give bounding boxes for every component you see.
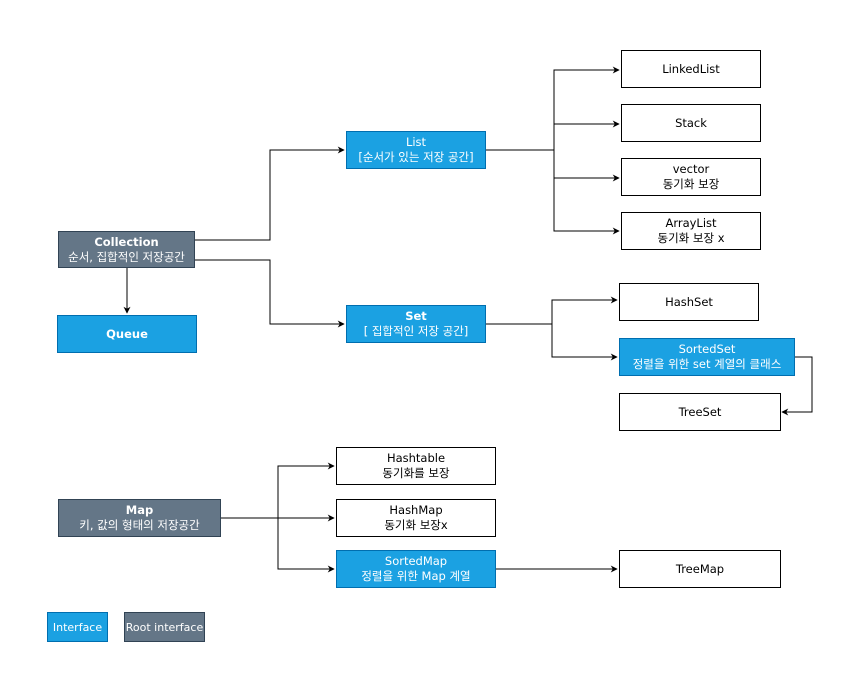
legend-interface: Interface bbox=[47, 612, 108, 642]
hashmap-desc: 동기화 보장x bbox=[384, 518, 448, 532]
treemap-node: TreeMap bbox=[619, 550, 781, 588]
stack-node: Stack bbox=[621, 104, 761, 142]
map-node: Map 키, 값의 형태의 저장공간 bbox=[58, 499, 221, 537]
vector-desc: 동기화 보장 bbox=[662, 177, 720, 191]
list-title: List bbox=[405, 135, 427, 149]
hashtable-node: Hashtable 동기화를 보장 bbox=[336, 447, 496, 485]
legend-root-interface: Root interface bbox=[124, 612, 205, 642]
hashtable-desc: 동기화를 보장 bbox=[382, 466, 450, 480]
collection-title: Collection bbox=[94, 234, 159, 249]
linkedlist-node: LinkedList bbox=[621, 50, 761, 88]
vector-node: vector 동기화 보장 bbox=[621, 158, 761, 196]
list-node: List [순서가 있는 저장 공간] bbox=[346, 131, 486, 169]
legend-root-interface-label: Root interface bbox=[125, 620, 204, 634]
treeset-node: TreeSet bbox=[619, 393, 781, 431]
arraylist-desc: 동기화 보장 x bbox=[657, 231, 725, 245]
edge-collection-list bbox=[195, 146, 345, 241]
list-desc: [순서가 있는 저장 공간] bbox=[358, 150, 474, 164]
legend-interface-label: Interface bbox=[52, 620, 103, 634]
edge-collection-set bbox=[195, 259, 345, 328]
set-title: Set bbox=[405, 309, 427, 323]
edge-list-arraylist bbox=[553, 178, 620, 235]
hashmap-title: HashMap bbox=[389, 503, 443, 517]
sortedset-desc: 정렬을 위한 set 계열의 클래스 bbox=[632, 357, 782, 371]
queue-node: Queue bbox=[57, 315, 197, 353]
treeset-title: TreeSet bbox=[678, 404, 722, 419]
sortedmap-desc: 정렬을 위한 Map 계열 bbox=[361, 569, 471, 583]
hashset-node: HashSet bbox=[619, 283, 759, 321]
sortedset-node: SortedSet 정렬을 위한 set 계열의 클래스 bbox=[619, 338, 795, 376]
linkedlist-title: LinkedList bbox=[662, 61, 720, 76]
arraylist-node: ArrayList 동기화 보장 x bbox=[621, 212, 761, 250]
edge-map-hashtable bbox=[277, 462, 335, 518]
sortedmap-node: SortedMap 정렬을 위한 Map 계열 bbox=[336, 550, 496, 588]
edge-sortedset-treeset bbox=[781, 356, 813, 416]
map-title: Map bbox=[125, 503, 154, 517]
edge-map-sortedmap bbox=[277, 518, 335, 573]
treemap-title: TreeMap bbox=[675, 561, 725, 576]
hashmap-node: HashMap 동기화 보장x bbox=[336, 499, 496, 537]
edge-set-sortedset bbox=[551, 324, 618, 361]
sortedset-title: SortedSet bbox=[678, 342, 736, 356]
stack-title: Stack bbox=[675, 115, 707, 130]
collection-desc: 순서, 집합적인 저장공간 bbox=[68, 249, 185, 264]
edge-list-vector bbox=[553, 150, 620, 182]
set-desc: [ 집합적인 저장 공간] bbox=[363, 324, 469, 338]
hashset-title: HashSet bbox=[665, 294, 713, 309]
map-desc: 키, 값의 형태의 저장공간 bbox=[79, 518, 200, 532]
sortedmap-title: SortedMap bbox=[384, 554, 448, 568]
hashtable-title: Hashtable bbox=[386, 451, 446, 465]
edge-set-hashset bbox=[486, 296, 618, 325]
queue-title: Queue bbox=[106, 326, 148, 341]
set-node: Set [ 집합적인 저장 공간] bbox=[346, 305, 486, 343]
arraylist-title: ArrayList bbox=[665, 216, 717, 230]
collection-node: Collection 순서, 집합적인 저장공간 bbox=[58, 231, 195, 268]
edge-list-linkedlist bbox=[486, 66, 620, 151]
vector-title: vector bbox=[672, 162, 710, 176]
